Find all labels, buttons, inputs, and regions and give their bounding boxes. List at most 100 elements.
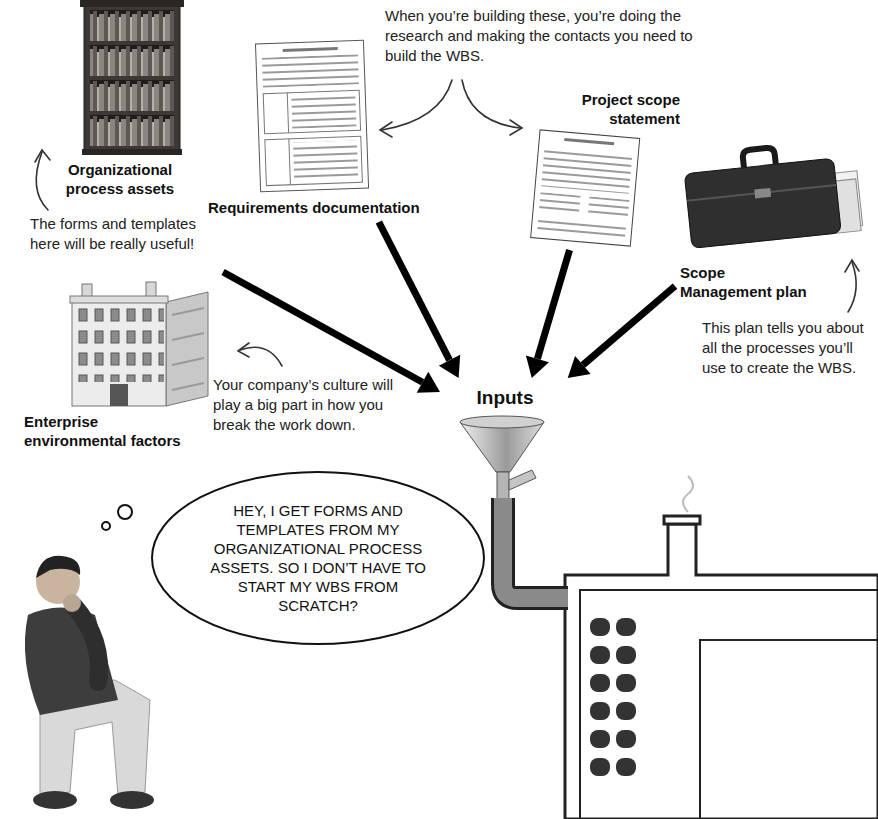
bookcase-body <box>84 4 180 152</box>
bookcase-shelf <box>90 45 174 76</box>
document-table <box>265 136 363 185</box>
funnel-spout <box>497 472 509 500</box>
arrowhead <box>439 355 460 378</box>
bookcase-shelf <box>90 80 174 111</box>
funnel-illustration <box>460 416 544 500</box>
flow-arrow <box>223 272 440 393</box>
note-holder: Your company’s culture will play a big p… <box>213 375 398 435</box>
leader-head <box>35 150 50 162</box>
machine-outline <box>565 524 878 819</box>
note-holder: When you’re building these, you’re doing… <box>385 6 715 66</box>
item-label: Requirements documentation <box>208 198 420 217</box>
person-arm <box>74 606 99 682</box>
handwritten-note: The forms and templates here will be rea… <box>30 214 230 254</box>
book-row <box>90 80 174 111</box>
machine-window <box>616 730 636 748</box>
building-side-windows <box>172 308 204 390</box>
machine-inner-wall <box>580 590 878 819</box>
document-lines <box>291 94 356 128</box>
machine-pipe <box>503 498 568 598</box>
person-shoe <box>33 791 77 809</box>
handwritten-note: This plan tells you about all the proces… <box>702 318 874 378</box>
machine-window <box>616 618 636 636</box>
flow-arrow <box>526 250 570 378</box>
document-lines <box>262 54 359 87</box>
leader-head <box>380 122 392 137</box>
machine-window <box>590 674 610 692</box>
bookcase-illustration <box>80 0 184 155</box>
book-row <box>90 115 174 146</box>
document-lines <box>539 192 581 215</box>
machine-chimney-rim <box>664 516 700 524</box>
building-side <box>166 292 208 406</box>
machine-window <box>616 758 636 776</box>
person-shoe <box>110 791 154 809</box>
document-table-rule <box>287 93 288 133</box>
input-item: Project scope statement <box>525 86 690 250</box>
input-item: Requirements documentation <box>200 38 445 222</box>
thought-trail <box>102 522 110 530</box>
leader-line <box>240 347 282 366</box>
machine-window <box>616 646 636 664</box>
person-hand <box>63 594 81 612</box>
document-lines <box>537 218 626 240</box>
machine-pipe-outline <box>503 498 568 598</box>
flow-arrow <box>379 222 460 378</box>
machine-illustration <box>503 476 878 819</box>
building-windows <box>74 306 164 382</box>
flow-arrow-line <box>223 272 422 382</box>
funnel-rim <box>460 416 544 428</box>
briefcase-illustration <box>682 139 863 248</box>
arrowhead <box>417 372 440 393</box>
building-illustration <box>70 282 208 406</box>
scope-statement-document-illustration <box>531 130 640 246</box>
building-cornice <box>70 296 168 303</box>
item-label: Enterprise environmental factors <box>24 412 196 450</box>
flow-arrow-line <box>379 222 450 360</box>
document-table <box>263 90 360 133</box>
flow-arrow <box>568 286 675 378</box>
document-page <box>531 130 640 246</box>
funnel-cone <box>460 422 544 472</box>
bookcase-crown <box>80 0 184 7</box>
funnel-side-tube <box>509 470 536 490</box>
briefcase-flap <box>687 185 836 201</box>
machine-smoke <box>683 476 693 512</box>
leader-line <box>848 262 856 312</box>
machine-window <box>590 730 610 748</box>
bookcase-shelf <box>90 115 174 146</box>
document-lines <box>541 146 632 194</box>
book-row <box>90 10 174 41</box>
bubble-outline <box>150 470 486 646</box>
handwritten-note: When you’re building these, you’re doing… <box>385 6 715 66</box>
input-item: Enterprise environmental factors <box>18 278 215 455</box>
flow-arrow-line <box>537 250 569 359</box>
leader-head <box>510 120 522 135</box>
leader-head <box>845 260 859 272</box>
book-row <box>90 45 174 76</box>
building-front <box>72 302 166 406</box>
handwritten-note: Your company’s culture will play a big p… <box>213 375 398 435</box>
bubble-ellipse <box>152 472 484 644</box>
item-label: Project scope statement <box>540 90 680 128</box>
document-lines <box>293 140 358 180</box>
bookcase-shelf <box>90 10 174 41</box>
note-holder: This plan tells you about all the proces… <box>702 318 874 378</box>
document-title-bar <box>283 47 338 52</box>
machine-window <box>590 646 610 664</box>
leader-head <box>238 343 249 357</box>
machine-window <box>616 674 636 692</box>
briefcase-handle <box>742 147 776 167</box>
arrowhead <box>526 355 549 378</box>
briefcase-clasp <box>754 188 771 199</box>
machine-inner-wall <box>700 640 878 819</box>
bookcase-base <box>82 149 182 155</box>
person-hair <box>36 556 80 578</box>
funnel-input: Inputs <box>440 378 573 505</box>
machine-window <box>590 618 610 636</box>
document-page <box>255 40 368 192</box>
person-illustration <box>25 505 154 809</box>
document-title-bar <box>564 138 614 145</box>
